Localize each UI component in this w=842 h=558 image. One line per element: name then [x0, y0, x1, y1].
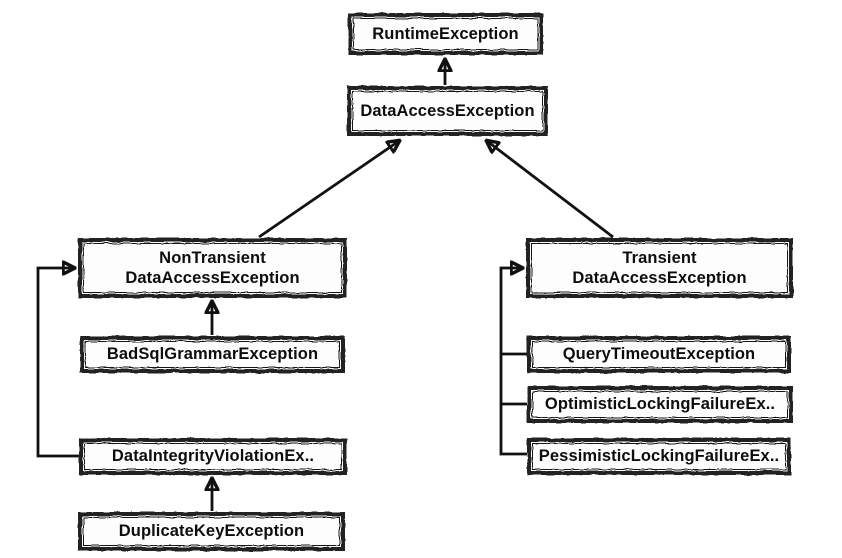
node-pessimistic-locking-failure-exception: PessimisticLockingFailureEx..	[527, 438, 791, 475]
node-label: DataAccessException	[360, 101, 535, 120]
node-optimistic-locking-failure-exception: OptimisticLockingFailureEx..	[527, 386, 793, 423]
node-query-timeout-exception: QueryTimeoutException	[527, 336, 791, 373]
node-label: PessimisticLockingFailureEx..	[538, 447, 780, 466]
node-bad-sql-grammar-exception: BadSqlGrammarException	[80, 336, 345, 373]
node-label-line2: DataAccessException	[125, 269, 300, 287]
node-transient-data-access-exception: Transient DataAccessException	[526, 238, 793, 298]
node-data-access-exception: DataAccessException	[347, 86, 548, 136]
node-label-line2: DataAccessException	[572, 269, 747, 287]
node-duplicate-key-exception-box	[78, 512, 345, 551]
node-pessimistic-locking-failure-exception-box	[527, 438, 791, 475]
node-data-access-exception-box	[347, 86, 548, 136]
node-label-line1: NonTransient	[159, 248, 266, 267]
node-label: BadSqlGrammarException	[106, 345, 319, 364]
node-query-timeout-exception-box	[527, 336, 791, 373]
node-optimistic-locking-failure-exception-box	[527, 386, 793, 423]
node-label: DuplicateKeyException	[118, 522, 305, 541]
edge-transient-to-dataaccess	[487, 141, 614, 239]
node-non-transient-data-access-exception-box	[78, 238, 347, 298]
edge-nontransient-to-dataaccess	[258, 141, 399, 239]
node-transient-data-access-exception-box	[526, 238, 793, 298]
edge-pessimistic-to-transient	[499, 268, 527, 456]
node-runtime-exception: RuntimeException	[348, 13, 543, 55]
node-label: QueryTimeoutException	[562, 345, 756, 364]
node-label: OptimisticLockingFailureEx..	[544, 395, 776, 414]
node-label-line1: Transient	[622, 248, 697, 267]
node-label: RuntimeException	[372, 24, 519, 43]
node-data-integrity-violation-exception: DataIntegrityViolationEx..	[79, 438, 347, 475]
node-label: DataIntegrityViolationEx..	[111, 447, 315, 466]
node-non-transient-data-access-exception: NonTransient DataAccessException	[78, 238, 347, 298]
node-duplicate-key-exception: DuplicateKeyException	[78, 512, 345, 551]
node-bad-sql-grammar-exception-box	[80, 336, 345, 373]
edge-dataintegrity-to-nontransient	[36, 268, 79, 458]
node-runtime-exception-box	[348, 13, 543, 55]
node-data-integrity-violation-exception-box	[79, 438, 347, 475]
